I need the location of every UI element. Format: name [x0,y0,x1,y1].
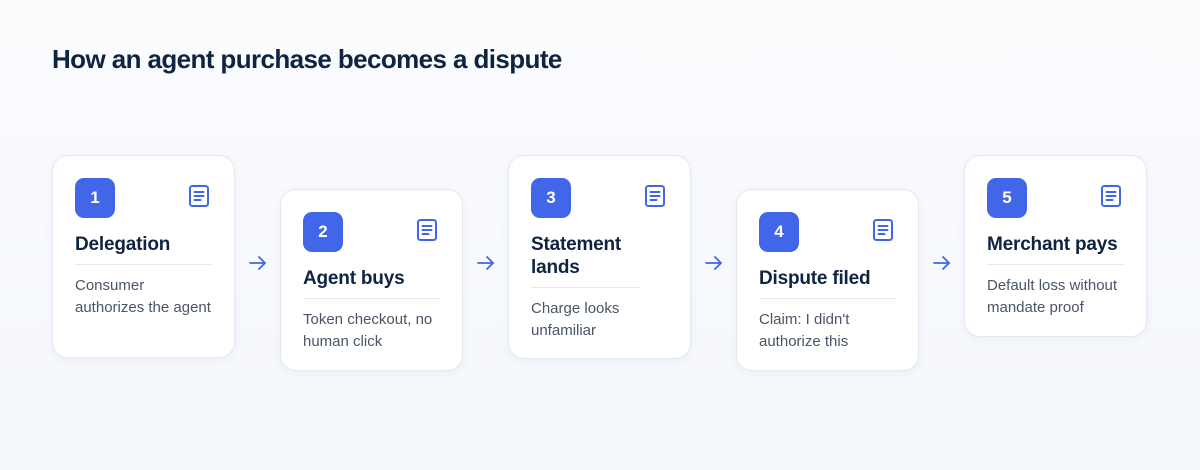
step-card-dispute-filed: 4 Dispute filed Claim: I didn't authoriz… [736,189,919,371]
step-card-statement-lands: 3 Statement lands Charge looks unfamilia… [508,155,691,359]
arrow-right-icon [933,256,950,270]
step-title: Agent buys [303,267,440,299]
step-title: Dispute filed [759,267,896,299]
document-icon [189,185,209,207]
step-number-badge: 4 [759,212,799,252]
step-title: Statement lands [531,233,641,288]
step-title: Merchant pays [987,233,1124,265]
step-number-badge: 5 [987,178,1027,218]
arrow-right-icon [249,256,266,270]
document-icon [1101,185,1121,207]
step-description: Consumer authorizes the agent [75,277,211,316]
step-description: Token checkout, no human click [303,311,433,350]
step-title: Delegation [75,233,212,265]
step-number-badge: 2 [303,212,343,252]
page-title: How an agent purchase becomes a dispute [52,44,562,74]
step-number-badge: 1 [75,178,115,218]
document-icon [417,219,437,241]
document-icon [645,185,665,207]
step-description: Claim: I didn't authorize this [759,311,850,350]
step-card-delegation: 1 Delegation Consumer authorizes the age… [52,155,235,358]
arrow-right-icon [705,256,722,270]
step-card-merchant-pays: 5 Merchant pays Default loss without man… [964,155,1147,337]
step-description: Default loss without mandate proof [987,277,1118,316]
step-card-agent-buys: 2 Agent buys Token checkout, no human cl… [280,189,463,371]
document-icon [873,219,893,241]
arrow-right-icon [477,256,494,270]
step-number-badge: 3 [531,178,571,218]
step-description: Charge looks unfamiliar [531,300,620,339]
